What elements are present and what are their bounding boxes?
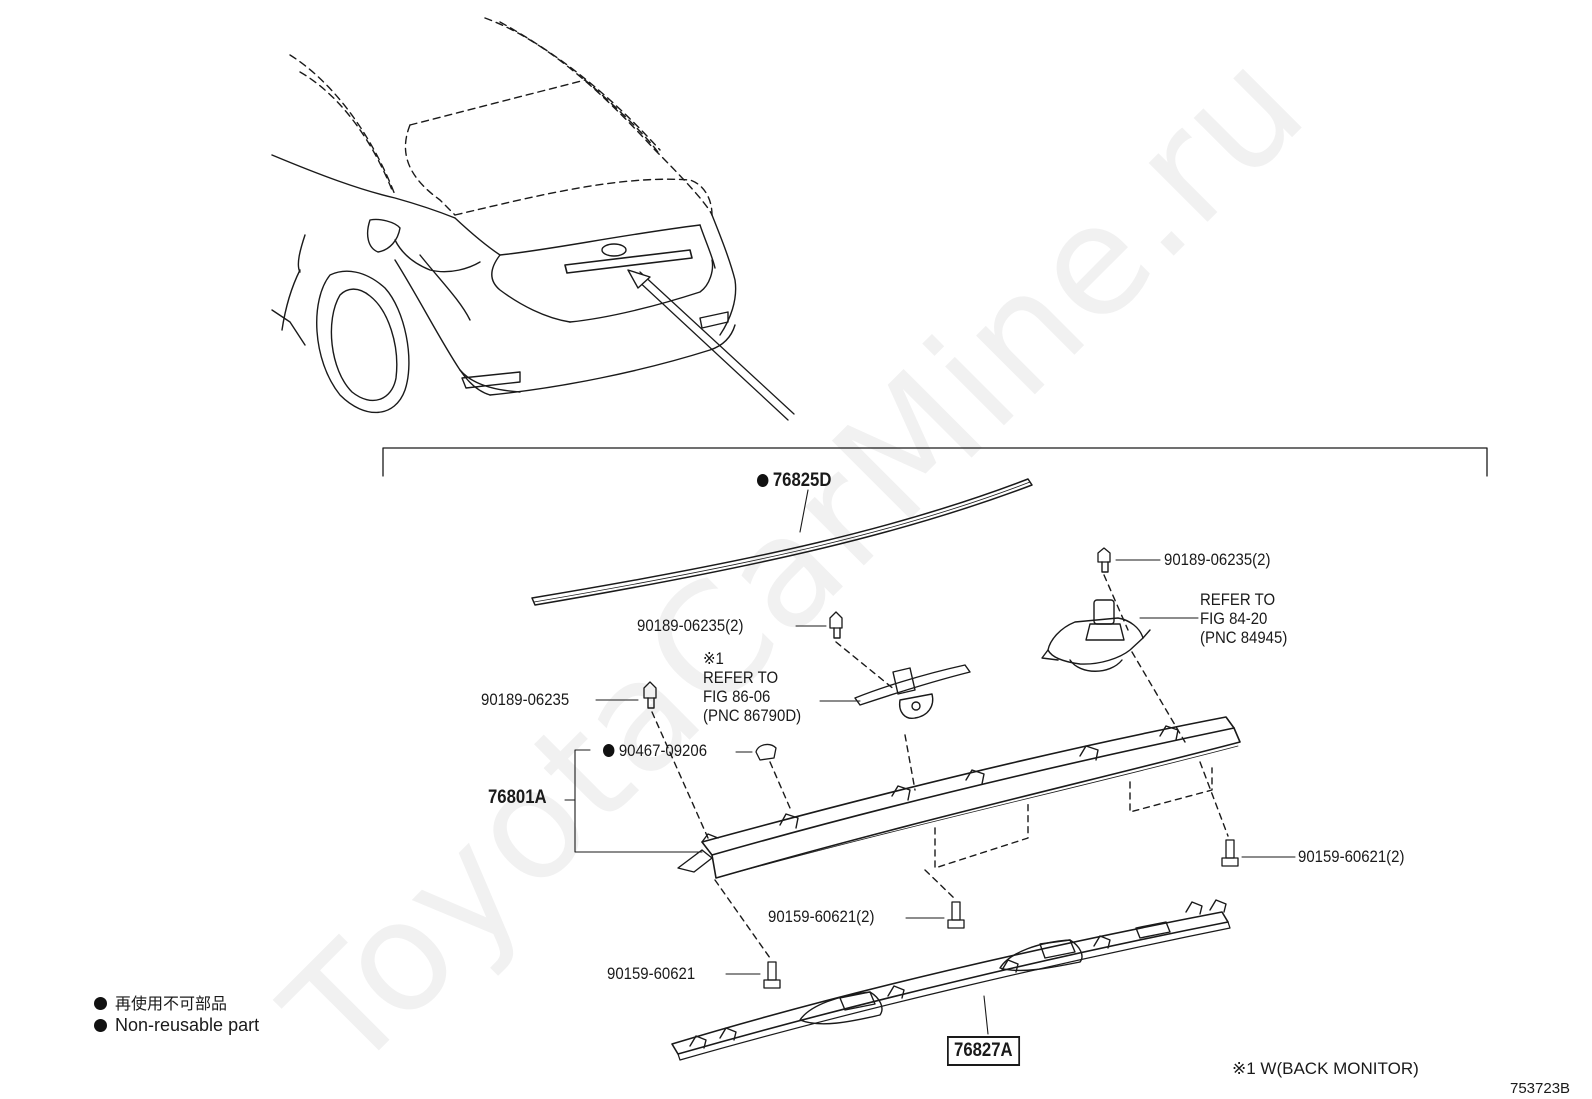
label-bolt-right: 90159-60621(2) xyxy=(1298,847,1405,866)
car-rear-view xyxy=(271,17,737,414)
bolt-right-drawing xyxy=(1221,839,1239,867)
trim-strip-drawing xyxy=(531,478,1033,606)
label-camera-left-ref: ※1 REFER TO FIG 86-06 (PNC 86790D) xyxy=(703,649,802,725)
clip-right-drawing xyxy=(1097,547,1111,573)
label-bracket: 76827A xyxy=(947,1036,1020,1066)
label-camera-right-ref: REFER TO FIG 84-20 (PNC 84945) xyxy=(1200,590,1288,647)
label-trim-strip: 76825D xyxy=(757,471,832,491)
legend-jp-text: 再使用不可部品 xyxy=(115,994,228,1013)
label-clip-camera-right: 90189-06235(2) xyxy=(1164,550,1271,569)
label-garnish-assy: 76801A xyxy=(488,787,547,808)
legend-jp: 再使用不可部品 xyxy=(94,990,227,1014)
garnish-drawing xyxy=(677,716,1241,879)
camera-left-drawing xyxy=(854,664,971,719)
label-clip-camera-left: 90189-06235(2) xyxy=(637,616,744,635)
bolt-center-drawing xyxy=(947,901,965,929)
legend-en-text: Non-reusable part xyxy=(115,1015,260,1035)
label-bolt-center: 90159-60621(2) xyxy=(768,907,875,926)
label-clip-nonreusable: 90467-09206 xyxy=(603,741,707,761)
camera-right-drawing xyxy=(1041,599,1151,672)
label-bolt-left: 90159-60621 xyxy=(607,964,696,983)
figure-id: 753723B xyxy=(1510,1080,1571,1097)
clip-single-drawing xyxy=(643,681,657,709)
bolt-left-drawing xyxy=(763,961,781,989)
clip-left-drawing xyxy=(829,611,843,639)
legend-bullet-icon xyxy=(94,1019,107,1032)
legend-bullet-icon xyxy=(94,997,107,1010)
label-clip-single: 90189-06235 xyxy=(481,690,570,709)
bracket-drawing xyxy=(671,899,1231,1061)
clip-nonreusable-drawing xyxy=(755,743,777,761)
legend-en: Non-reusable part xyxy=(94,1015,259,1036)
footnote: ※1 W(BACK MONITOR) xyxy=(1232,1059,1419,1078)
